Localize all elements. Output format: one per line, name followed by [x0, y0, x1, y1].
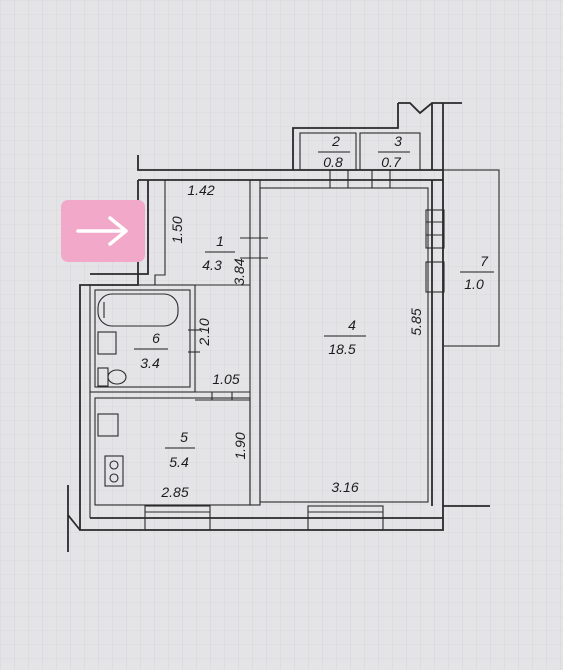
room-4-area: 18.5: [328, 341, 355, 357]
room-1-area: 4.3: [202, 257, 222, 273]
fixtures: [97, 293, 179, 487]
dim-living-depth: 5.85: [408, 308, 424, 335]
stove-icon: [104, 455, 124, 487]
door-marks: [188, 170, 391, 400]
room-6-number: 6: [152, 330, 160, 346]
windows: [144, 209, 445, 531]
dim-kitchen-width: 2.85: [160, 484, 188, 500]
bathtub-icon: [97, 293, 179, 327]
dim-hall-depth: 1.50: [169, 216, 185, 243]
dim-bath-width: 1.05: [212, 371, 239, 387]
room-5-area: 5.4: [169, 454, 189, 470]
dim-hall-length: 3.84: [231, 258, 247, 285]
dim-hall-width: 1.42: [187, 182, 214, 198]
room-1-number: 1: [216, 233, 224, 249]
entry-badge: [61, 200, 145, 262]
room-4-number: 4: [348, 317, 356, 333]
dim-living-width: 3.16: [331, 479, 358, 495]
toilet-icon: [97, 367, 127, 387]
room-5-number: 5: [180, 429, 188, 445]
room-6-area: 3.4: [140, 355, 160, 371]
sink-icon: [97, 331, 117, 355]
kitchen-sink-icon: [97, 413, 119, 437]
dim-kitchen-depth: 1.90: [232, 432, 248, 459]
arrow-right-icon: [76, 216, 128, 246]
dim-bath-depth: 2.10: [196, 318, 212, 346]
room-3-number: 3: [394, 133, 402, 149]
room-7-area: 1.0: [464, 276, 484, 292]
dimension-labels: 1.42 1.50 3.84 2.10 1.05 1.90 2.85 3.16 …: [160, 182, 424, 500]
interior-walls: [89, 132, 500, 518]
room-labels: 1 4.3 2 0.8 3 0.7 4 18.5 5 5.4 6 3.4 7 1…: [134, 133, 494, 470]
room-2-area: 0.8: [323, 154, 343, 170]
room-2-number: 2: [331, 133, 340, 149]
room-3-area: 0.7: [381, 154, 402, 170]
room-7-number: 7: [480, 253, 489, 269]
